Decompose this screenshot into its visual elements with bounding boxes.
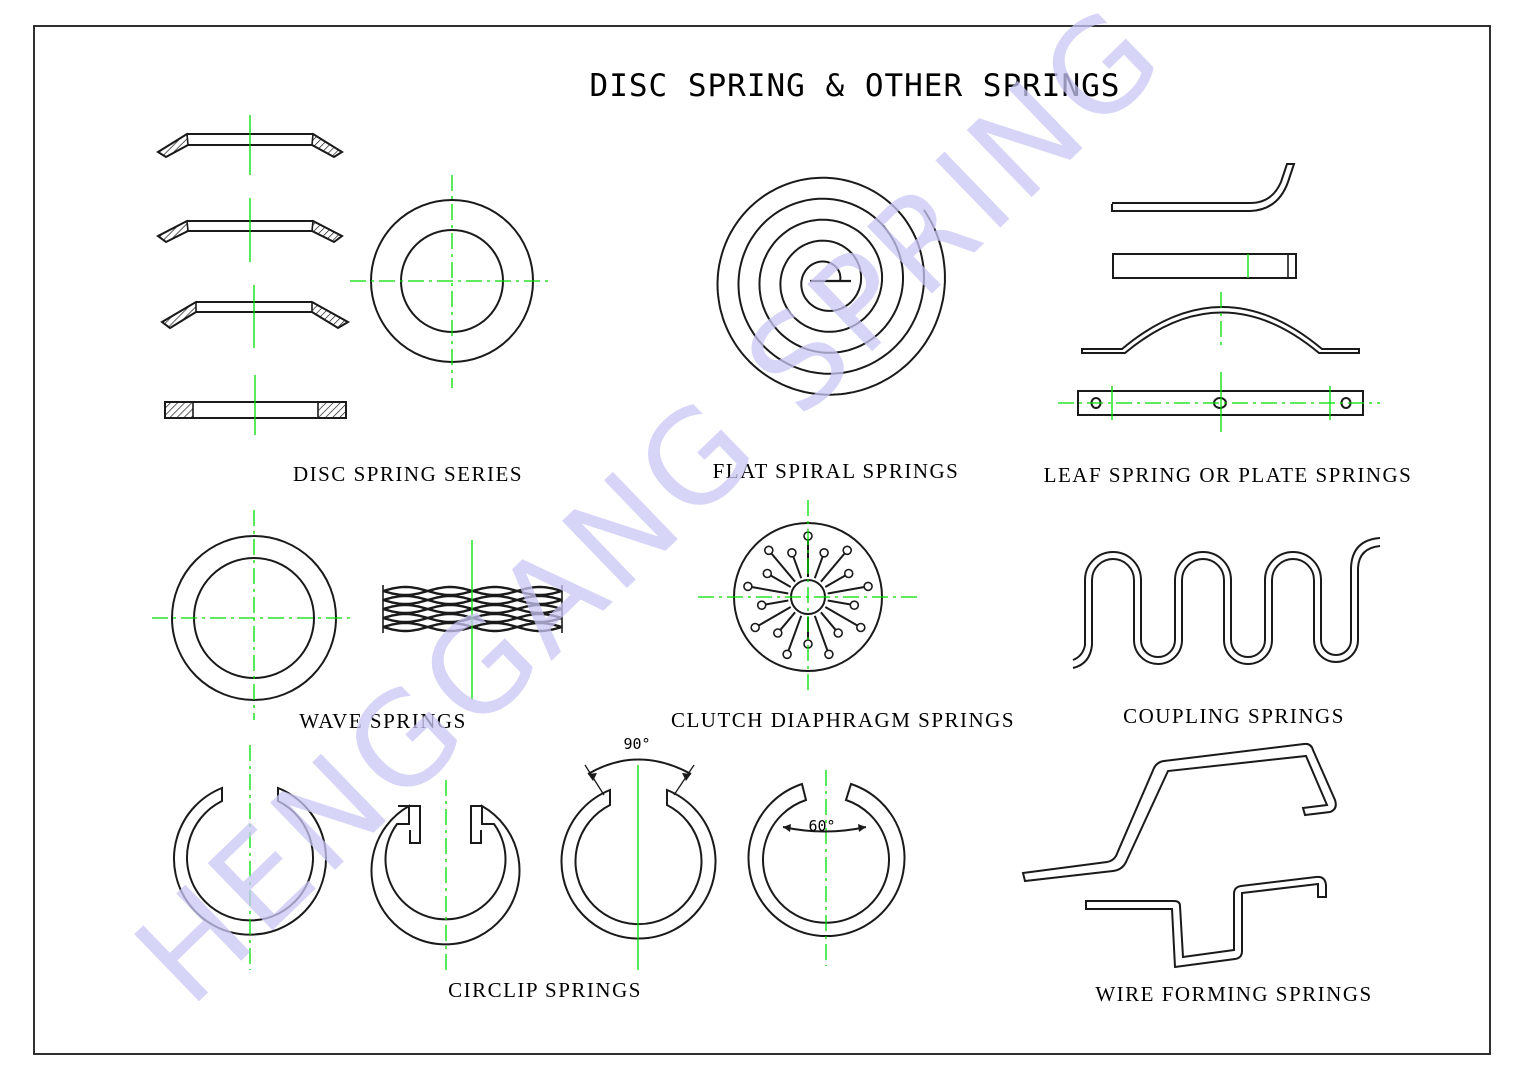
diaphragm-finger-hole [855,622,866,633]
label-flat-spiral-springs: FLAT SPIRAL SPRINGS [713,459,960,483]
wire-form-1 [1021,742,1337,883]
diaphragm-finger-slot [827,585,866,595]
diaphragm-finger-hole [824,649,834,660]
drawing-border [33,25,1491,1055]
circlip-angle-90: 90° [623,735,650,753]
clutch-diaphragm-spring: CLUTCH DIAPHRAGM SPRINGS [671,500,1015,732]
diaphragm-finger-hole [763,545,774,556]
diaphragm-finger-slot [787,615,803,652]
wire-form-2 [1085,875,1327,969]
wave-spring-group: WAVE SPRINGS [152,510,563,733]
diaphragm-finger-slot [820,551,847,583]
leaf-spring-plate-with-holes [1058,372,1380,432]
flat-spiral-spring: FLAT SPIRAL SPRINGS [713,176,960,483]
leaf-spring-arched [1081,292,1360,354]
diaphragm-finger-slot [824,574,847,588]
coupling-spring: COUPLING SPRINGS [1072,537,1381,728]
disc-spring-profile-4 [164,375,347,435]
diaphragm-fingers [743,531,873,660]
diaphragm-finger-slot [813,555,824,579]
label-circlip-springs: CIRCLIP SPRINGS [448,978,642,1002]
diaphragm-finger-slot [792,555,803,579]
label-wave-springs: WAVE SPRINGS [299,709,467,733]
wire-forming-spring-group: WIRE FORMING SPRINGS [1021,742,1372,1006]
label-wire-forming-springs: WIRE FORMING SPRINGS [1095,982,1372,1006]
diaphragm-finger-hole [833,628,844,638]
diaphragm-finger-slot [820,611,838,632]
leaf-spring-flat-bar [1112,253,1297,279]
sheet-title: DISC SPRING & OTHER SPRINGS [590,68,1121,104]
diaphragm-finger-slot [764,599,789,606]
circlip-angle-60: 60° [808,817,835,835]
leaf-spring-bent [1111,163,1296,212]
circlip-4: 60° [747,770,906,966]
label-coupling-springs: COUPLING SPRINGS [1123,704,1345,728]
disc-spring-profile-3 [160,285,350,348]
diaphragm-finger-hole [762,568,773,579]
diaphragm-finger-hole [756,600,767,611]
diaphragm-finger-slot [750,585,789,595]
diaphragm-finger-hole [819,547,829,558]
label-disc-spring-series: DISC SPRING SERIES [293,462,523,486]
diaphragm-finger-hole [782,649,792,660]
diaphragm-finger-hole [843,568,854,579]
diaphragm-finger-slot [757,606,792,627]
leaf-spring-group: LEAF SPRING OR PLATE SPRINGS [1044,163,1413,487]
disc-spring-profile-2 [156,198,344,262]
circlip-1 [173,745,327,970]
diaphragm-finger-hole [750,622,761,633]
disc-spring-series: DISC SPRING SERIES [156,115,552,486]
diaphragm-finger-hole [787,547,797,558]
diaphragm-finger-slot [778,611,796,632]
wave-spring-top-view [152,510,355,720]
diaphragm-finger-hole [772,628,783,638]
circlip-2 [370,780,521,972]
watermark-text: HENGGANG SPRING [108,0,1193,1032]
circlip-spring-group: 90° 60° CIRCLIP SPRINGS [173,735,906,1002]
label-leaf-plate-springs: LEAF SPRING OR PLATE SPRINGS [1044,463,1413,487]
diaphragm-finger-hole [863,581,873,592]
diaphragm-finger-hole [743,581,753,592]
diaphragm-finger-slot [827,599,852,606]
disc-spring-profile-1 [156,115,344,175]
diaphragm-finger-slot [769,551,796,583]
label-clutch-diaphragm-springs: CLUTCH DIAPHRAGM SPRINGS [671,708,1015,732]
diaphragm-finger-hole [842,545,853,556]
circlip-3: 90° [560,735,717,970]
disc-spring-top-view [350,175,552,388]
diaphragm-finger-slot [813,615,829,652]
diaphragm-finger-slot [824,606,859,627]
diaphragm-finger-hole [849,600,860,611]
diaphragm-finger-slot [769,574,792,588]
